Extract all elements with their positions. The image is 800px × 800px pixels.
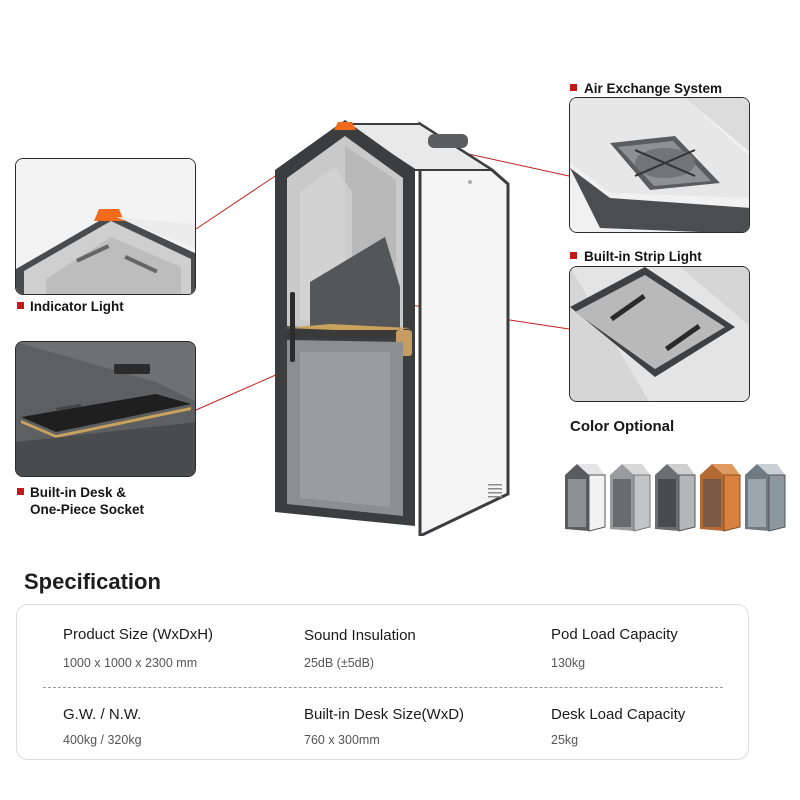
color-option-pod-2 [610, 464, 651, 532]
spec-value-pod-load: 130kg [551, 656, 586, 670]
spec-value-product-size: 1000 x 1000 x 2300 mm [63, 656, 198, 670]
spec-value-desk-size: 760 x 300mm [304, 733, 380, 747]
color-option-pod-4 [700, 464, 741, 532]
color-optional-title: Color Optional [570, 418, 675, 435]
spec-label-weight: G.W. / N.W. [63, 706, 142, 723]
desk-socket-bullet [17, 488, 24, 495]
desk-detail-panel [15, 341, 196, 477]
spec-value-weight: 400kg / 320kg [63, 733, 142, 747]
spec-value-sound-insulation: 25dB (±5dB) [304, 656, 375, 670]
desk-socket-caption-line1: Built-in Desk & [30, 485, 127, 500]
spec-value-desk-load: 25kg [551, 733, 579, 747]
specification-title: Specification [24, 569, 161, 594]
specification-table: Product Size (WxDxH) 1000 x 1000 x 2300 … [16, 604, 749, 760]
desk-closeup-image [16, 342, 195, 476]
spec-label-sound-insulation: Sound Insulation [304, 627, 416, 644]
indicator-light-detail-panel [15, 158, 196, 295]
spec-label-pod-load: Pod Load Capacity [551, 626, 678, 643]
spec-label-desk-load: Desk Load Capacity [551, 706, 686, 723]
strip-light-closeup-image [570, 267, 749, 401]
color-option-pod-5 [745, 464, 786, 532]
indicator-light-closeup-image [16, 159, 195, 294]
strip-light-bullet [570, 252, 577, 259]
strip-light-detail-panel [569, 266, 750, 402]
air-exchange-detail-panel [569, 97, 750, 233]
air-exchange-caption: Air Exchange System [584, 81, 723, 96]
office-pod-illustration [275, 120, 510, 536]
indicator-light-bullet [17, 302, 24, 309]
spec-label-desk-size: Built-in Desk Size(WxD) [304, 706, 465, 723]
air-exchange-bullet [570, 84, 577, 91]
indicator-light-caption: Indicator Light [30, 299, 124, 314]
color-option-pod-1 [565, 464, 606, 532]
desk-socket-caption-line2: One-Piece Socket [30, 502, 145, 517]
spec-divider [43, 687, 723, 688]
color-option-pod-3 [655, 464, 696, 532]
air-exchange-closeup-image [570, 98, 749, 232]
spec-label-product-size: Product Size (WxDxH) [63, 626, 214, 643]
strip-light-caption: Built-in Strip Light [584, 249, 702, 264]
